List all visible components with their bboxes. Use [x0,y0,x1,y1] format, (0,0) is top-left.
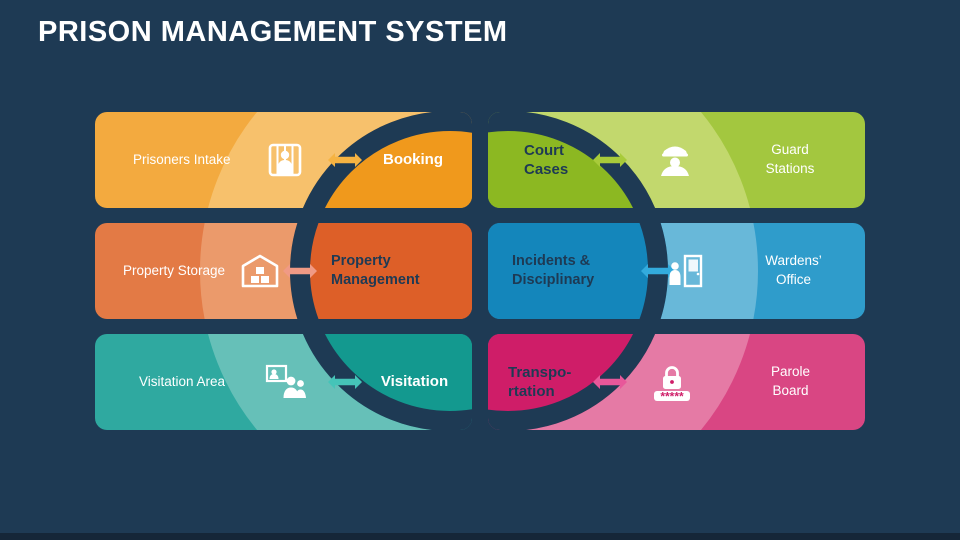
card-arc-decoration [488,112,750,208]
card-visitation-area-visitation: Visitation Area Visitation [95,334,472,430]
card-incidents-wardens-office: Incidents & Disciplinary Wardens’ Office [488,223,865,319]
warehouse-icon [238,249,282,293]
card-property-storage-management: Property Storage Property Management [95,223,472,319]
visitation-photo-people-icon [263,360,307,404]
card-left-label: Incidents & Disciplinary [512,253,595,288]
card-right-label: Visitation [380,373,449,391]
card-left-label: Court Cases [524,141,569,179]
card-prisoners-intake-booking: Prisoners Intake Booking [95,112,472,208]
double-arrow-icon [592,374,628,390]
card-left-label: Property Storage [123,262,226,278]
card-arc-decoration [488,334,750,430]
double-arrow-icon [592,152,628,168]
double-arrow-icon [282,263,318,279]
page-title: PRISON MANAGEMENT SYSTEM [38,16,508,48]
card-right-label: Parole Board [770,364,811,398]
card-left-label: Prisoners Intake [133,151,231,167]
card-left-label: Transpo-rtation [508,363,572,401]
double-arrow-icon [327,374,363,390]
card-right-label: Booking [383,151,443,169]
jail-cell-icon [263,138,307,182]
padlock-password-icon: ***** [650,360,694,404]
card-court-cases-guard-stations: Court Cases Guard Stations [488,112,865,208]
guard-icon [653,138,697,182]
card-right-label: Wardens’ Office [765,253,822,287]
card-right-label: Guard Stations [765,142,815,176]
card-arc-decoration [208,334,472,430]
card-transportation-parole-board: Transpo-rtation ***** Parole Board [488,334,865,430]
card-arc-decoration [208,112,472,208]
warden-door-icon [664,249,708,293]
password-mask-text: ***** [660,390,684,404]
double-arrow-icon [327,152,363,168]
double-arrow-icon [640,263,676,279]
card-right-label: Property Management [331,253,420,288]
bottom-bar [0,533,960,540]
card-left-label: Visitation Area [139,373,226,389]
